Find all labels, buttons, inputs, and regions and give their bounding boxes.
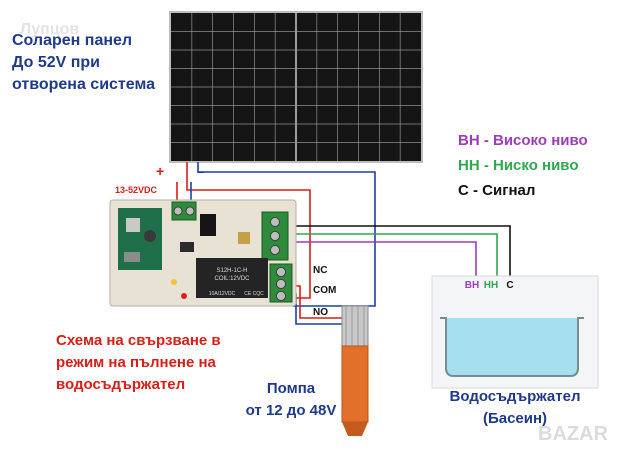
pump-body bbox=[341, 345, 369, 423]
water-tank bbox=[431, 275, 599, 389]
scheme-caption-line: режим на пълнене на bbox=[56, 354, 216, 371]
pump-label-line: от 12 до 48V bbox=[245, 402, 337, 419]
scheme-caption-line: Схема на свързване в bbox=[56, 332, 221, 349]
tank-hh-label: НН bbox=[484, 280, 498, 291]
minus-label: – bbox=[197, 163, 205, 179]
legend-c: С - Сигнал bbox=[458, 182, 536, 199]
scheme-caption-line: водосъдържател bbox=[56, 376, 186, 393]
trim-pot bbox=[126, 218, 140, 232]
tank-label-line: (Басеин) bbox=[482, 410, 548, 427]
watermark-bottom: BAZAR bbox=[538, 423, 609, 445]
panel-title-line: Соларен панел bbox=[12, 32, 133, 49]
power-terminal-block bbox=[171, 201, 197, 221]
terminal-screw bbox=[270, 217, 280, 227]
terminal-screw bbox=[276, 267, 286, 277]
terminal-screw bbox=[173, 206, 183, 216]
solar-panel bbox=[169, 11, 423, 163]
legend: ВН - Високо ниво НН - Ниско ниво С - Сиг… bbox=[458, 128, 588, 203]
pump-bottom bbox=[342, 422, 368, 436]
relay-com-label: COM bbox=[313, 285, 336, 296]
terminal-screw bbox=[270, 231, 280, 241]
terminal-screw bbox=[185, 206, 195, 216]
tank-outline bbox=[440, 317, 584, 377]
watermark-top: Лупцов bbox=[20, 21, 79, 38]
ic-chip bbox=[200, 214, 216, 236]
module-chip bbox=[124, 252, 140, 262]
terminal-screw bbox=[270, 245, 280, 255]
relay-nc-label: NC bbox=[313, 265, 327, 276]
terminal-screw bbox=[276, 291, 286, 301]
relay-text-3: 10A/12VDC bbox=[209, 291, 236, 297]
voltage-label: 13-52VDC bbox=[115, 185, 158, 195]
pump-label-line: Помпа bbox=[266, 380, 316, 397]
relay-text-2: COIL:12VDC bbox=[214, 276, 250, 282]
panel-title: Соларен панел До 52V при отворена систем… bbox=[12, 30, 155, 96]
positive-wire bbox=[186, 162, 311, 299]
legend-bh: ВН - Високо ниво bbox=[458, 132, 588, 149]
tank-label-line: Водосъдържател bbox=[449, 388, 581, 405]
relay-text-4: CE CQC bbox=[244, 291, 264, 297]
relay-no-label: NO bbox=[313, 307, 328, 318]
water bbox=[446, 318, 578, 376]
tank-label: Водосъдържател (Басеин) bbox=[440, 386, 590, 430]
module-inductor bbox=[144, 230, 156, 242]
tank-bh-label: ВН bbox=[465, 280, 479, 291]
panel-title-line: До 52V при bbox=[12, 54, 100, 71]
legend-hh: НН - Ниско ниво bbox=[458, 157, 579, 174]
pump-label: Помпа от 12 до 48V bbox=[236, 378, 346, 422]
led-yellow bbox=[171, 279, 177, 285]
pump bbox=[341, 305, 369, 436]
led-red bbox=[181, 293, 187, 299]
transistor bbox=[180, 242, 194, 252]
tank-c-label: С bbox=[506, 280, 513, 291]
relay bbox=[196, 258, 268, 298]
relay-text-1: S12H-1C-H bbox=[216, 268, 247, 274]
panel-title-line: отворена система bbox=[12, 76, 155, 93]
terminal-screw bbox=[276, 279, 286, 289]
controller-board: S12H-1C-H COIL:12VDC 10A/12VDC CE CQC bbox=[109, 199, 297, 307]
scheme-caption: Схема на свързване в режим на пълнене на… bbox=[56, 330, 221, 396]
plus-label: + bbox=[156, 163, 164, 179]
capacitor bbox=[238, 232, 250, 244]
